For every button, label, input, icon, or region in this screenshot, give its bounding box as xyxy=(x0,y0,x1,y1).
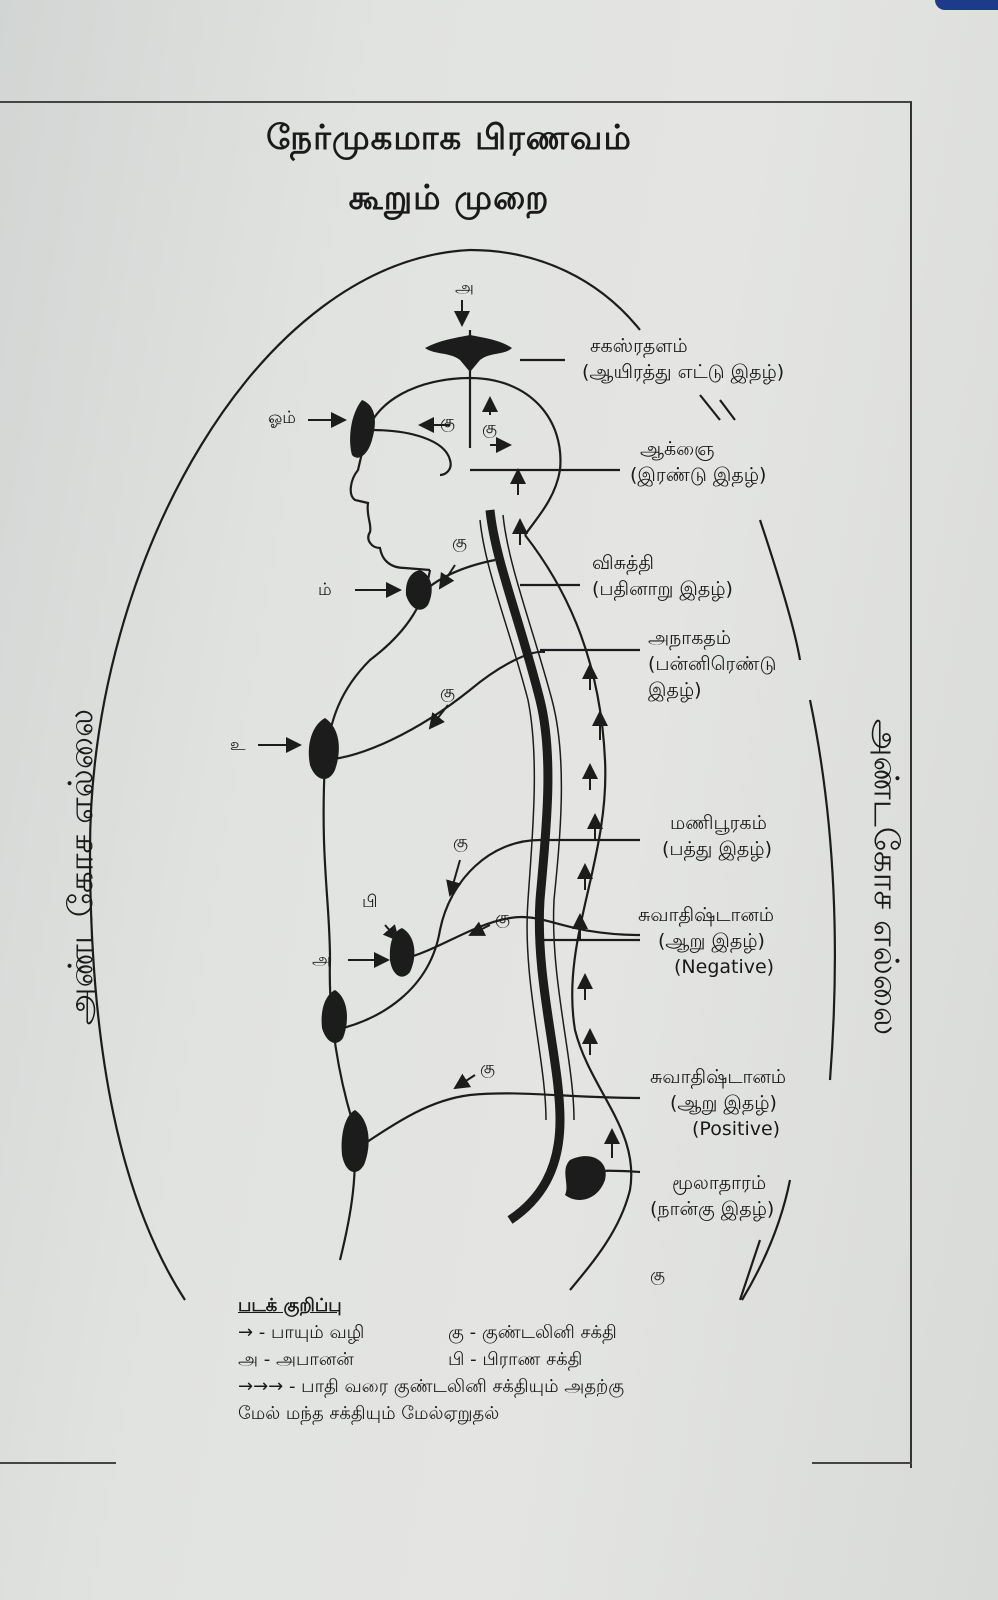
legend-heading: படக் குறிப்பு xyxy=(238,1292,624,1319)
marker-ku-ajna-2: கு xyxy=(482,418,497,440)
svadhisthana-symbol xyxy=(322,990,347,1043)
marker-ku-lower: கு xyxy=(480,1058,495,1080)
boundary-label-left: அண்டகோச எல்லை xyxy=(61,709,105,1026)
label-ajna: ஆக்ஞை (இரண்டு இதழ்) xyxy=(630,436,766,488)
legend-triple-arrow-2: மேல் மந்த சக்தியும் மேல்ஏறுதல் xyxy=(238,1400,624,1427)
sahasrara-symbol xyxy=(425,335,512,372)
title-line-1: நேர்முகமாக பிரணவம் xyxy=(0,118,898,162)
legend-a: அ - அபானன் xyxy=(238,1349,354,1370)
lower-symbol xyxy=(342,1110,369,1172)
legend-triple-arrow-1: →→→ - பாதி வரை குண்டலினி சக்தியும் அதற்க… xyxy=(238,1373,624,1400)
front-outline xyxy=(324,570,430,1260)
marker-om: ஓம் xyxy=(268,408,296,430)
legend-pi: பி - பிராண சக்தி xyxy=(448,1346,582,1373)
boundary-oval-top xyxy=(470,250,640,330)
ajna-symbol xyxy=(350,400,375,458)
anahata-symbol xyxy=(309,718,339,779)
marker-ku-heart: கு xyxy=(440,682,455,704)
legend: படக் குறிப்பு → - பாயும் வழி கு - குண்டல… xyxy=(238,1292,624,1427)
title-line-2: கூறும் முறை xyxy=(0,178,898,222)
label-muladhara: மூலாதாரம் (நான்கு இதழ்) xyxy=(650,1170,774,1222)
label-anahata: அநாகதம் (பன்னிரெண்டு இதழ்) xyxy=(648,625,776,703)
marker-u: உ xyxy=(230,735,245,757)
marker-ku-throat: கு xyxy=(452,532,467,554)
muladhara-symbol xyxy=(565,1156,606,1200)
back-of-head xyxy=(470,378,560,535)
legend-arrow-flow: → - பாயும் வழி xyxy=(238,1322,364,1343)
marker-a-top: அ xyxy=(455,278,474,300)
spine xyxy=(490,510,560,1220)
boundary-label-right: அண்டகோச எல்லை xyxy=(861,719,905,1036)
label-sahasrara: சகஸ்ரதளம் (ஆயிரத்து எட்டு இதழ்) xyxy=(582,333,784,385)
marker-ku-base: கு xyxy=(650,1265,665,1287)
label-svadhisthana-negative: சுவாதிஷ்டானம் (ஆறு இதழ்) (Negative) xyxy=(638,902,774,980)
marker-m: ம் xyxy=(318,580,332,602)
label-manipura: மணிபூரகம் (பத்து இதழ்) xyxy=(662,810,772,862)
marker-ku-ajna: கு xyxy=(440,412,455,434)
label-svadhisthana-positive: சுவாதிஷ்டானம் (ஆறு இதழ்) (Positive) xyxy=(650,1064,786,1142)
legend-ku: கு - குண்டலினி சக்தி xyxy=(448,1319,617,1346)
legend-row-1: → - பாயும் வழி கு - குண்டலினி சக்தி xyxy=(238,1319,624,1346)
label-vishuddhi: விசுத்தி (பதினாறு இதழ்) xyxy=(592,550,733,602)
marker-ku-sacral: கு xyxy=(495,908,510,930)
legend-row-2: அ - அபானன் பி - பிராண சக்தி xyxy=(238,1346,624,1373)
marker-ku-navel: கு xyxy=(453,832,468,854)
marker-a: அ xyxy=(312,950,331,972)
marker-pi: பி xyxy=(362,892,378,914)
